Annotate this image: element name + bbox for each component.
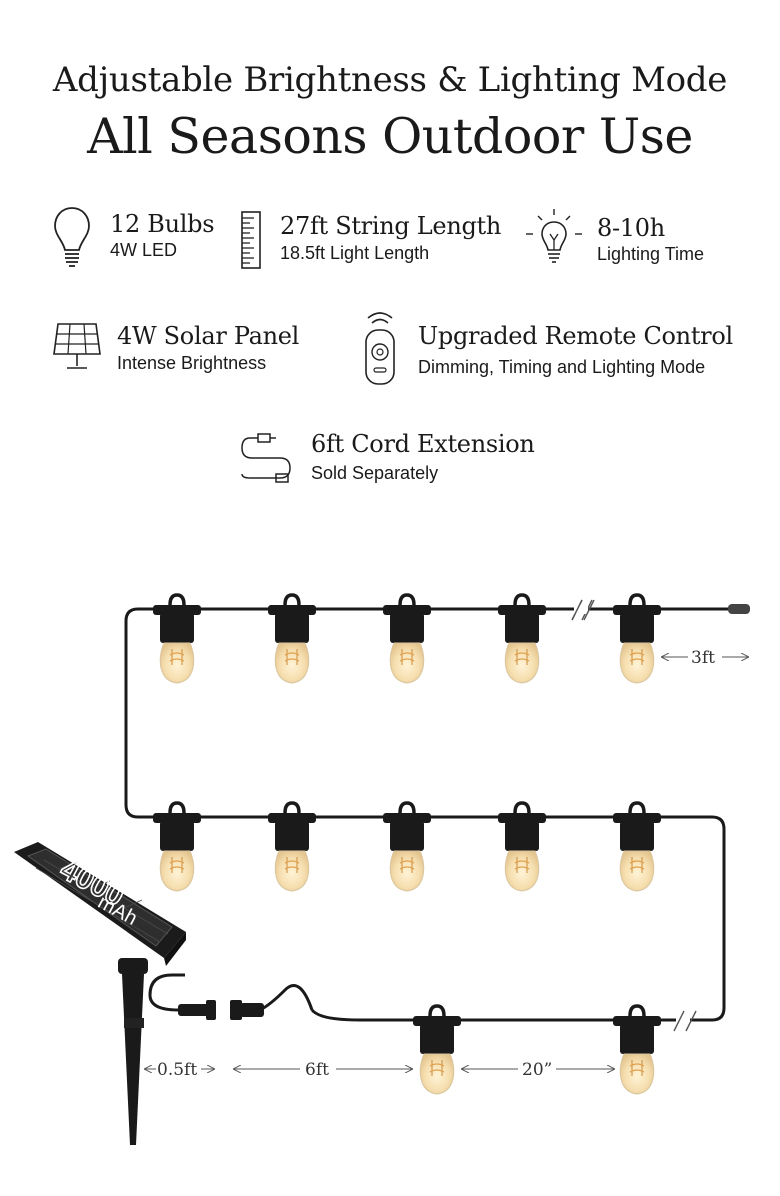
- string-bulb: [383, 593, 431, 684]
- feature-title: 27ft String Length: [280, 212, 502, 240]
- wire-end-plug: [728, 604, 750, 614]
- feature-title: 6ft Cord Extension: [311, 430, 535, 458]
- remote-icon: [365, 312, 395, 385]
- string-bulb: [153, 801, 201, 892]
- string-bulb: [498, 593, 546, 684]
- string-bulb: [383, 801, 431, 892]
- string-bulb: [498, 801, 546, 892]
- dim-label-extension: 6ft: [305, 1060, 329, 1080]
- string-bulb: [268, 801, 316, 892]
- waterproof-connector: [178, 1000, 264, 1020]
- break-mark-bottom: [673, 1010, 697, 1032]
- ruler-icon: [241, 211, 261, 269]
- feature-subtitle: Intense Brightness: [117, 353, 267, 373]
- bulb-group: [153, 593, 661, 1095]
- string-wire: [124, 607, 740, 1022]
- dim-label-stake: 0.5ft: [157, 1060, 197, 1080]
- dim-label-end: 3ft: [691, 648, 715, 668]
- headline-line-2: All Seasons Outdoor Use: [87, 108, 693, 165]
- string-bulb: [153, 593, 201, 684]
- feature-title: Upgraded Remote Control: [418, 322, 733, 350]
- feature-subtitle: Dimming, Timing and Lighting Mode: [418, 357, 706, 377]
- headline-line-1: Adjustable Brightness & Lighting Mode: [52, 60, 728, 100]
- feature-subtitle: Sold Separately: [311, 463, 439, 483]
- feature-title: 4W Solar Panel: [117, 322, 300, 350]
- bulb-icon: [54, 207, 90, 267]
- cord-icon: [241, 433, 291, 483]
- string-bulb: [613, 593, 661, 684]
- feature-title: 12 Bulbs: [110, 210, 215, 238]
- string-bulb: [613, 801, 661, 892]
- dim-label-spacing: 20”: [522, 1060, 552, 1080]
- feature-subtitle: 18.5ft Light Length: [280, 243, 430, 263]
- string-bulb: [413, 1004, 461, 1095]
- solar-panel-icon: [53, 323, 101, 369]
- string-bulb: [268, 593, 316, 684]
- feature-title: 8-10h: [597, 214, 665, 242]
- feature-subtitle: Lighting Time: [597, 244, 705, 264]
- timer-bulb-icon: [526, 209, 582, 263]
- feature-subtitle: 4W LED: [110, 240, 178, 260]
- solar-panel: [14, 842, 186, 1145]
- extension-cord: [259, 984, 314, 1012]
- string-bulb: [613, 1004, 661, 1095]
